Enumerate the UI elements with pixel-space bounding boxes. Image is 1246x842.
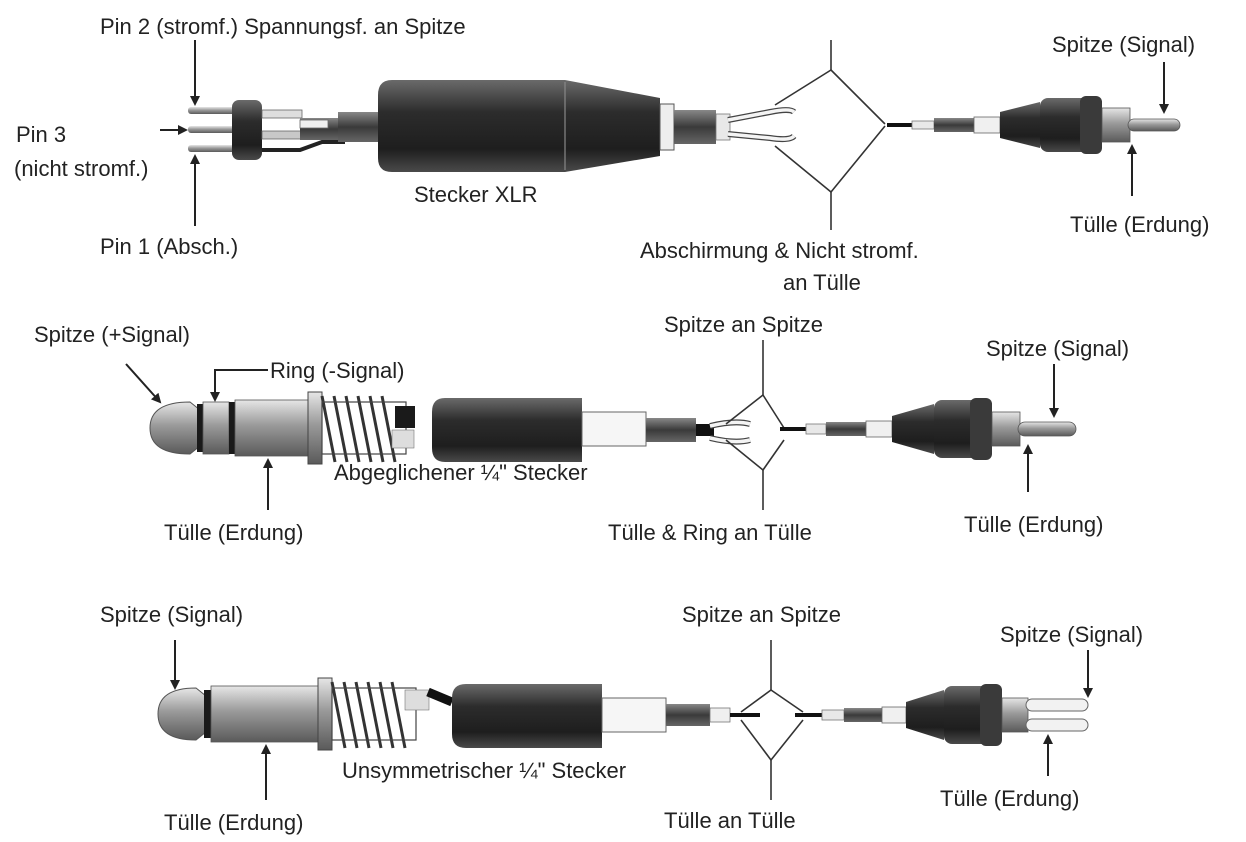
ts-plug-sleeve [210,685,320,743]
label-shield: Abschirmung & Nicht stromf. [640,238,919,263]
label-ts-connector: Unsymmetrischer ¼" Stecker [342,758,626,783]
label-pin3: Pin 3 [16,122,66,147]
ts-to-rca-cable [157,640,1089,800]
label-trs-sleeve: Tülle (Erdung) [164,520,303,545]
trs-plug-tip [149,401,201,455]
label-trs-tip-to-tip: Spitze an Spitze [664,312,823,337]
label-xlr-connector: Stecker XLR [414,182,538,207]
labels: Pin 2 (stromf.) Spannungsf. an Spitze Pi… [14,14,1209,835]
label-rca-sleeve-2: Tülle (Erdung) [964,512,1103,537]
trs-connection-lines [725,340,785,510]
trs-to-rca-cable [149,340,1077,510]
xlr-pin-insert [232,100,262,160]
label-trs-sleeve-ring: Tülle & Ring an Tülle [608,520,812,545]
label-trs-ring: Ring (-Signal) [270,358,405,383]
label-pin1: Pin 1 (Absch.) [100,234,238,259]
rca-connector-body-1 [1000,102,1040,148]
rca-connector-body-3 [906,690,944,740]
label-ts-sleeve: Tülle (Erdung) [164,810,303,835]
label-rca-tip-3: Spitze (Signal) [1000,622,1143,647]
ts-plug-tip [157,687,207,741]
xlr-connector-body [378,80,660,172]
label-rca-tip-1: Spitze (Signal) [1052,32,1195,57]
label-trs-tip: Spitze (+Signal) [34,322,190,347]
label-rca-tip-2: Spitze (Signal) [986,336,1129,361]
xlr-pins [188,107,240,152]
rca-connector-body-2 [892,404,934,454]
trs-plug-handle [432,398,582,462]
ts-connection-lines [740,640,804,800]
label-rca-sleeve-1: Tülle (Erdung) [1070,212,1209,237]
label-ts-tip: Spitze (Signal) [100,602,243,627]
label-pin3-sub: (nicht stromf.) [14,156,148,181]
label-ts-tip-to-tip: Spitze an Spitze [682,602,841,627]
label-pin2: Pin 2 (stromf.) Spannungsf. an Spitze [100,14,466,39]
label-arrows [125,40,1169,800]
trs-plug-sleeve [234,399,316,457]
label-shield-sub: an Tülle [783,270,861,295]
label-rca-sleeve-3: Tülle (Erdung) [940,786,1079,811]
ts-plug-handle [452,684,602,748]
label-trs-connector: Abgeglichener ¼" Stecker [334,460,588,485]
xlr-to-rca-cable [188,40,1181,230]
xlr-shield-connection-lines [774,40,886,230]
label-ts-sleeve-to-sleeve: Tülle an Tülle [664,808,796,833]
